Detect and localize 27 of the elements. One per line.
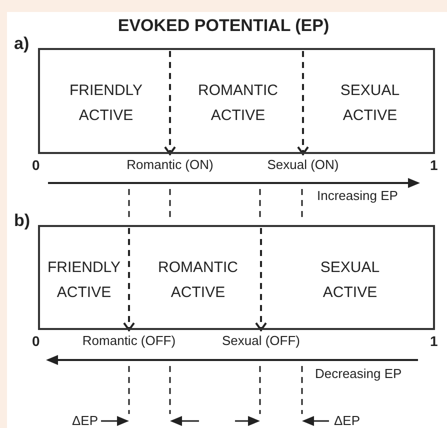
axis-tick-label: 1 [430, 157, 438, 173]
state-label: FRIENDLY ACTIVE [46, 258, 122, 303]
state-label: ROMANTIC ACTIVE [157, 258, 239, 303]
axis-caption: Decreasing EP [315, 366, 402, 381]
threshold-label: Romantic (ON) [122, 156, 218, 174]
dashed-arrow [123, 228, 135, 331]
axis-tick-label: 0 [32, 333, 40, 349]
delta-label: ΔEP [334, 413, 360, 428]
delta-label: ΔEP [72, 413, 98, 428]
threshold-label: Sexual (OFF) [212, 332, 310, 350]
panel-label: b) [14, 211, 30, 231]
axis-tick-label: 1 [430, 333, 438, 349]
axis-tick-label: 0 [32, 157, 40, 173]
dashed-arrow [164, 51, 176, 155]
threshold-label: Romantic (OFF) [76, 332, 182, 350]
panel-label: a) [14, 34, 30, 54]
dashed-arrow [255, 228, 267, 331]
state-label: SEXUAL ACTIVE [339, 81, 401, 126]
state-box [38, 225, 435, 330]
state-label: FRIENDLY ACTIVE [68, 81, 144, 126]
dashed-arrow [297, 51, 309, 155]
threshold-label: Sexual (ON) [260, 156, 346, 174]
state-box [38, 48, 435, 154]
axis-caption: Increasing EP [317, 188, 398, 203]
state-label: SEXUAL ACTIVE [319, 258, 381, 303]
state-label: ROMANTIC ACTIVE [197, 81, 279, 126]
diagram-title: EVOKED POTENTIAL (EP) [116, 16, 330, 36]
